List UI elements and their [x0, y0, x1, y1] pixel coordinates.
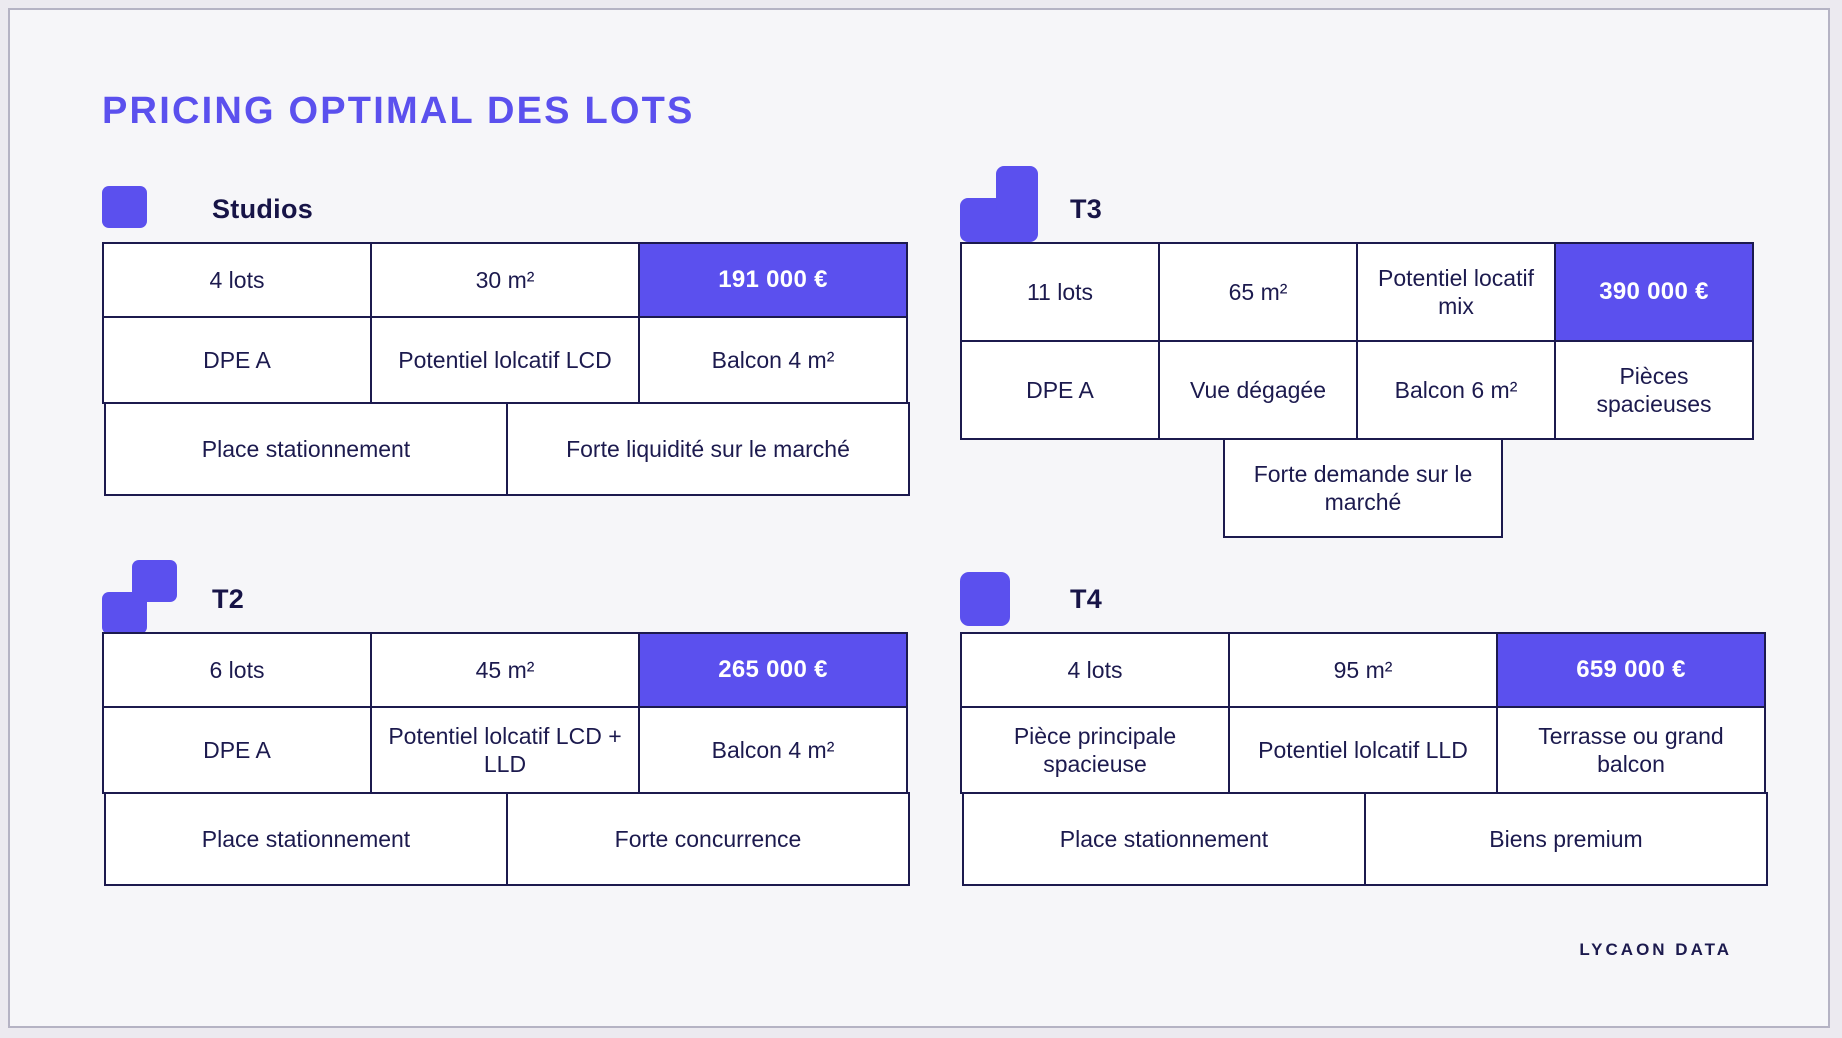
cell-dpe: DPE A — [960, 340, 1160, 440]
one-big-square-icon — [960, 570, 1060, 632]
group-t3: T3 11 lots 65 m² Potentiel locatif mix 3… — [960, 166, 1770, 538]
cell-balcony: Balcon 6 m² — [1356, 340, 1556, 440]
cell-price: 659 000 € — [1496, 632, 1766, 708]
one-square-icon — [102, 180, 202, 242]
group-label-t4: T4 — [1070, 584, 1103, 614]
cell-main-room: Pièce principale spacieuse — [960, 706, 1230, 794]
cell-lots: 11 lots — [960, 242, 1160, 342]
cell-premium-note: Biens premium — [1364, 792, 1768, 886]
cell-dpe: DPE A — [102, 706, 372, 794]
cell-balcony: Balcon 4 m² — [638, 316, 908, 404]
cell-dpe: DPE A — [102, 316, 372, 404]
cell-parking: Place stationnement — [104, 792, 508, 886]
cell-rental-potential: Potentiel locatif mix — [1356, 242, 1556, 342]
group-header-t2: T2 — [102, 560, 912, 634]
table-t2: 6 lots 45 m² 265 000 € DPE A Potentiel l… — [102, 632, 912, 886]
spacer — [960, 438, 1225, 538]
two-square-diagonal-icon — [102, 560, 202, 634]
table-row: 6 lots 45 m² 265 000 € — [102, 632, 912, 708]
page-title: PRICING OPTIMAL DES LOTS — [102, 90, 695, 132]
cell-surface: 30 m² — [370, 242, 640, 318]
table-row: Place stationnement Forte liquidité sur … — [104, 402, 912, 496]
cell-lots: 4 lots — [960, 632, 1230, 708]
group-label-t2: T2 — [212, 584, 245, 614]
cell-price: 191 000 € — [638, 242, 908, 318]
table-row: DPE A Potentiel lolcatif LCD Balcon 4 m² — [102, 316, 912, 404]
cell-price: 390 000 € — [1554, 242, 1754, 342]
table-row: 4 lots 30 m² 191 000 € — [102, 242, 912, 318]
cell-rooms: Pièces spacieuses — [1554, 340, 1754, 440]
table-t4: 4 lots 95 m² 659 000 € Pièce principale … — [960, 632, 1770, 886]
cell-lots: 4 lots — [102, 242, 372, 318]
cell-rental-potential: Potentiel lolcatif LCD — [370, 316, 640, 404]
group-t4: T4 4 lots 95 m² 659 000 € Pièce principa… — [960, 570, 1770, 886]
l-shape-icon — [960, 166, 1060, 242]
cell-parking: Place stationnement — [104, 402, 508, 496]
table-row: Pièce principale spacieuse Potentiel lol… — [960, 706, 1770, 794]
brand-footer: LYCAON DATA — [1579, 940, 1732, 959]
table-row: DPE A Vue dégagée Balcon 6 m² Pièces spa… — [960, 340, 1770, 440]
group-label-studios: Studios — [212, 194, 314, 224]
group-studios: Studios 4 lots 30 m² 191 000 € DPE A Pot… — [102, 180, 912, 496]
cell-market-note: Forte liquidité sur le marché — [506, 402, 910, 496]
group-t2: T2 6 lots 45 m² 265 000 € DPE A Potentie… — [102, 560, 912, 886]
cell-balcony: Balcon 4 m² — [638, 706, 908, 794]
group-header-studios: Studios — [102, 180, 912, 242]
table-t3: 11 lots 65 m² Potentiel locatif mix 390 … — [960, 242, 1770, 538]
table-row: DPE A Potentiel lolcatif LCD + LLD Balco… — [102, 706, 912, 794]
cell-price: 265 000 € — [638, 632, 908, 708]
cell-rental-potential: Potentiel lolcatif LLD — [1228, 706, 1498, 794]
table-studios: 4 lots 30 m² 191 000 € DPE A Potentiel l… — [102, 242, 912, 496]
cell-surface: 65 m² — [1158, 242, 1358, 342]
infographic-canvas: PRICING OPTIMAL DES LOTS Studios 4 lots … — [8, 8, 1830, 1028]
cell-view: Vue dégagée — [1158, 340, 1358, 440]
table-row: Forte demande sur le marché — [960, 438, 1770, 538]
cell-terrace: Terrasse ou grand balcon — [1496, 706, 1766, 794]
group-label-t3: T3 — [1070, 194, 1103, 224]
cell-market-note: Forte demande sur le marché — [1223, 438, 1503, 538]
table-row: Place stationnement Forte concurrence — [104, 792, 912, 886]
cell-lots: 6 lots — [102, 632, 372, 708]
cell-surface: 95 m² — [1228, 632, 1498, 708]
cell-parking: Place stationnement — [962, 792, 1366, 886]
table-row: 4 lots 95 m² 659 000 € — [960, 632, 1770, 708]
group-header-t4: T4 — [960, 570, 1770, 632]
table-row: 11 lots 65 m² Potentiel locatif mix 390 … — [960, 242, 1770, 342]
cell-surface: 45 m² — [370, 632, 640, 708]
cell-rental-potential: Potentiel lolcatif LCD + LLD — [370, 706, 640, 794]
cell-market-note: Forte concurrence — [506, 792, 910, 886]
table-row: Place stationnement Biens premium — [962, 792, 1770, 886]
group-header-t3: T3 — [960, 166, 1770, 242]
